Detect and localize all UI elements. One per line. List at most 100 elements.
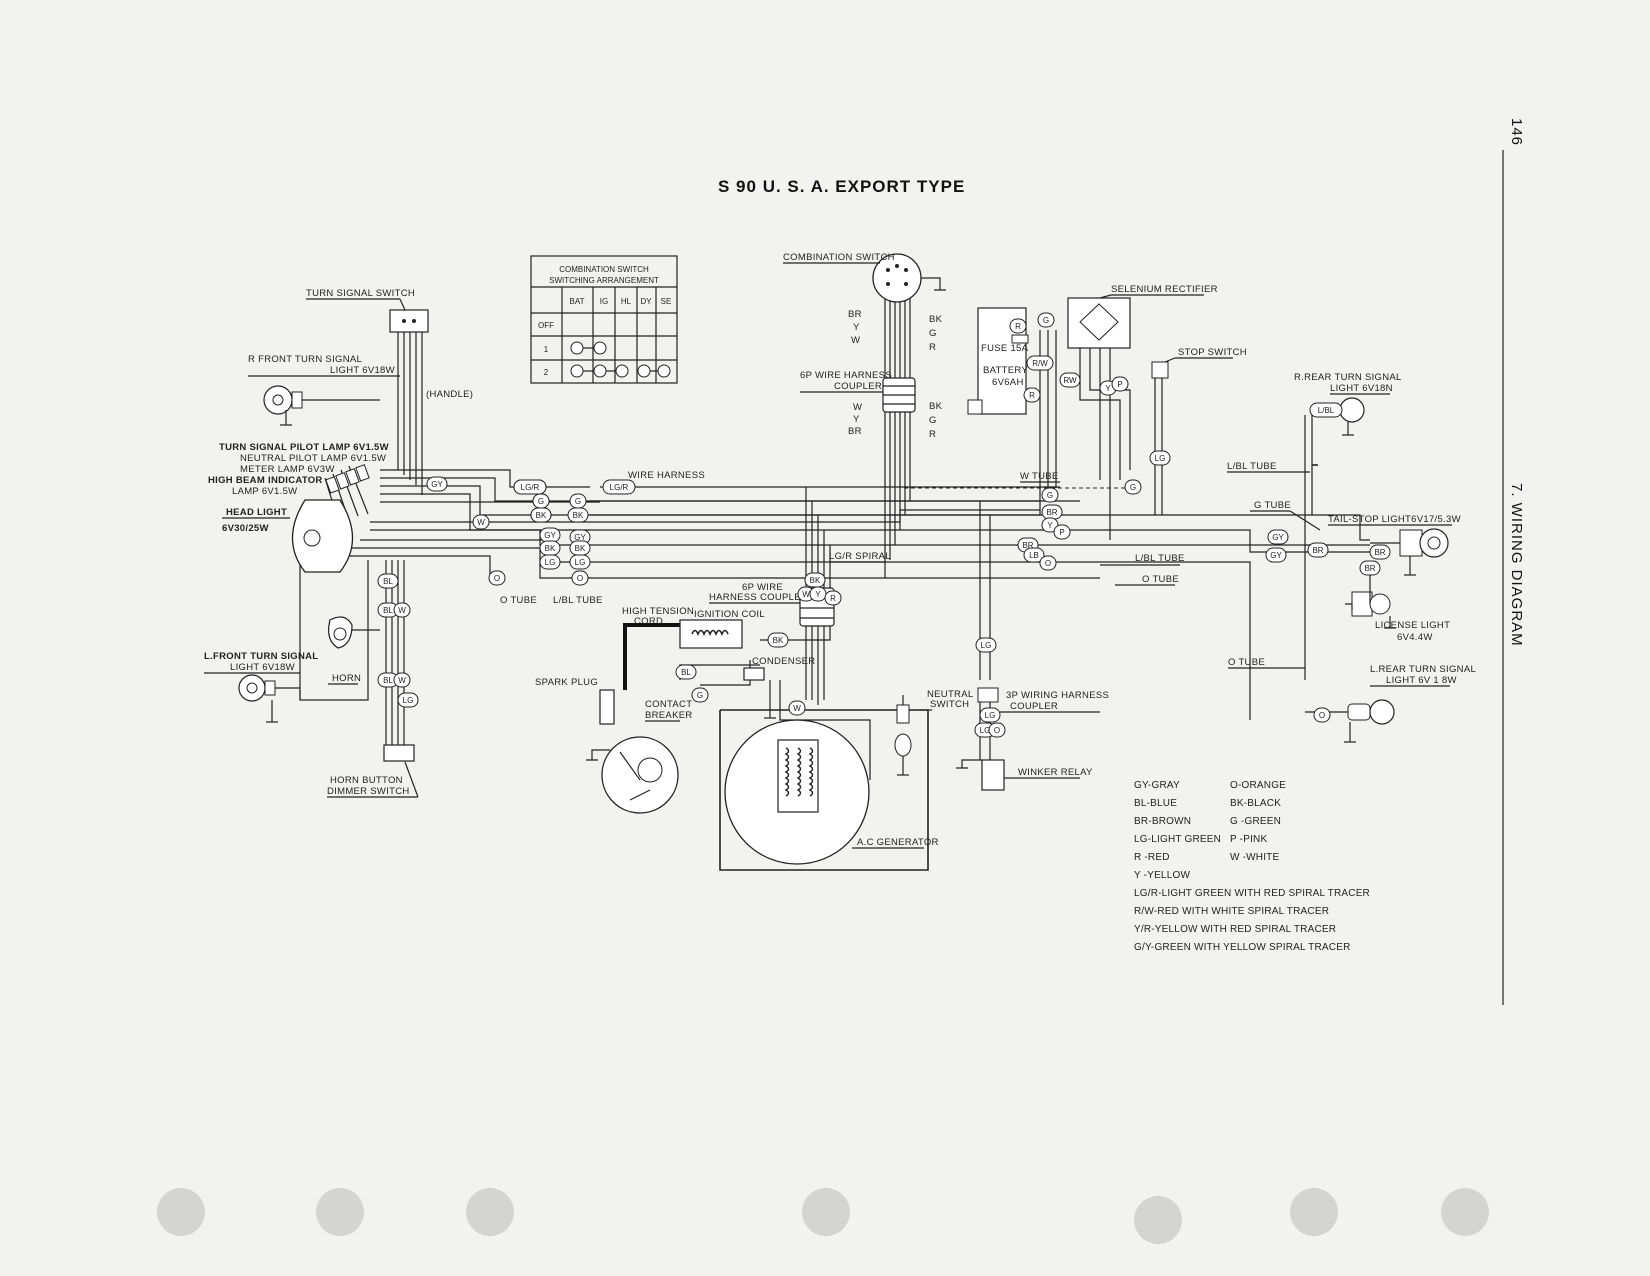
3p-wiring-harness-coupler: 3P WIRING HARNESS COUPLER bbox=[977, 687, 1109, 713]
color-legend: GY-GRAY BL-BLUE BR-BROWN LG-LIGHT GREEN … bbox=[1134, 780, 1370, 953]
wire-color-bubble: LG bbox=[569, 554, 591, 570]
wire-color-code: GY bbox=[1272, 533, 1284, 542]
label-r-rear-2: LIGHT 6V18N bbox=[1330, 383, 1393, 394]
label-contact: CONTACT bbox=[645, 699, 692, 710]
wire-color-code: BR bbox=[1046, 508, 1057, 517]
wire-color-bubble: R/W bbox=[1026, 355, 1054, 371]
legend-item: BL-BLUE bbox=[1134, 798, 1177, 809]
wire-color-code: W bbox=[477, 518, 485, 527]
wire-color-code: LG bbox=[985, 711, 996, 720]
label-neutral: NEUTRAL bbox=[927, 689, 973, 700]
legend-item: BR-BROWN bbox=[1134, 816, 1191, 827]
legend-item: Y -YELLOW bbox=[1134, 870, 1190, 881]
wire-color-code: L/BL bbox=[1318, 406, 1335, 415]
wire-color-code: LG bbox=[981, 641, 992, 650]
label-dimmer-switch: DIMMER SWITCH bbox=[327, 786, 410, 797]
label-combination-switch: COMBINATION SWITCH bbox=[783, 252, 895, 263]
label-r-front-2: LIGHT 6V18W bbox=[330, 365, 395, 376]
label-wire-harness: WIRE HARNESS bbox=[628, 470, 705, 481]
label-pilot-2: NEUTRAL PILOT LAMP 6V1.5W bbox=[240, 453, 386, 464]
label-ac-generator: A.C GENERATOR bbox=[857, 837, 939, 848]
winker-relay: WINKER RELAY bbox=[956, 759, 1093, 791]
wire-color-bubble: BK bbox=[569, 540, 591, 556]
table-row-header: 1 bbox=[544, 345, 549, 354]
legend-item: G -GREEN bbox=[1230, 816, 1281, 827]
legend-item: LG/R-LIGHT GREEN WITH RED SPIRAL TRACER bbox=[1134, 888, 1370, 899]
wire-color-code: BL bbox=[383, 577, 393, 586]
wire-color-bubble: O bbox=[1313, 707, 1331, 723]
wire-color-code: LG bbox=[575, 558, 586, 567]
label-6p-coupler-2: COUPLER bbox=[834, 381, 882, 392]
spark-plug: SPARK PLUG bbox=[535, 677, 615, 725]
label-selenium-rectifier: SELENIUM RECTIFIER bbox=[1111, 284, 1218, 295]
wire-letter: R bbox=[929, 342, 936, 353]
wire-color-bubble: LG bbox=[975, 637, 997, 653]
wire-color-bubble: LG/R bbox=[513, 479, 547, 495]
horn-button-dimmer-switch: HORN BUTTON DIMMER SWITCH bbox=[327, 744, 419, 798]
wire-color-code: GY bbox=[1270, 551, 1282, 560]
label-6p-harness-coupler: HARNESS COUPLER bbox=[709, 592, 808, 603]
wire-color-code: LG/R bbox=[521, 483, 540, 492]
binder-hole-icon bbox=[316, 1188, 364, 1236]
wire-color-bubble: BK bbox=[539, 540, 561, 556]
label-head-light-2: 6V30/25W bbox=[222, 523, 269, 534]
pilot-lamps: TURN SIGNAL PILOT LAMP 6V1.5W NEUTRAL PI… bbox=[208, 442, 389, 521]
label-r-rear-1: R.REAR TURN SIGNAL bbox=[1294, 372, 1402, 383]
wire-color-code: BL bbox=[383, 606, 393, 615]
wire-color-code: G bbox=[1043, 316, 1049, 325]
label-l-front-1: L.FRONT TURN SIGNAL bbox=[204, 651, 318, 662]
wire-letter: BR bbox=[848, 426, 862, 437]
label-o-tube-lower: O TUBE bbox=[1228, 657, 1265, 668]
wire-color-bubble: GY bbox=[426, 476, 448, 492]
label-l-rear-1: L.REAR TURN SIGNAL bbox=[1370, 664, 1476, 675]
wire-color-code: R bbox=[830, 594, 836, 603]
contact-breaker: CONTACT BREAKER bbox=[586, 699, 692, 814]
wire-color-bubble: G bbox=[691, 687, 709, 703]
wire-color-bubble: Y bbox=[809, 586, 827, 602]
ignition-coil: HIGH TENSION CORD IGNITION COIL bbox=[622, 606, 765, 649]
wire-color-code: Y bbox=[1105, 384, 1111, 393]
wire-color-bubble: R bbox=[1023, 387, 1041, 403]
wire-color-bubble: BK bbox=[804, 572, 826, 588]
wire-color-bubble: O bbox=[488, 570, 506, 586]
wire-color-bubble: BK bbox=[567, 507, 589, 523]
wire-color-bubble: G bbox=[1124, 479, 1142, 495]
label-head-light-1: HEAD LIGHT bbox=[226, 507, 287, 518]
label-condenser: CONDENSER bbox=[752, 656, 815, 667]
label-o-tube-right: O TUBE bbox=[1142, 574, 1179, 585]
combination-switch-table: COMBINATION SWITCH SWITCHING ARRANGEMENT… bbox=[530, 255, 678, 384]
wire-color-bubble: L/BL bbox=[1309, 402, 1343, 418]
label-lbl-tube-upper: L/BL TUBE bbox=[1227, 461, 1277, 472]
label-o-tube-left: O TUBE bbox=[500, 595, 537, 606]
wire-color-bubble: P bbox=[1111, 376, 1129, 392]
label-w-tube: W TUBE bbox=[1020, 471, 1059, 482]
label-winker-relay: WINKER RELAY bbox=[1018, 767, 1093, 778]
label-horn: HORN bbox=[332, 673, 361, 684]
label-spark-plug: SPARK PLUG bbox=[535, 677, 598, 688]
wire-color-bubble: Y bbox=[1041, 517, 1059, 533]
label-pilot-4: HIGH BEAM INDICATOR bbox=[208, 475, 323, 486]
label-fuse: FUSE 15A bbox=[981, 343, 1029, 354]
legend-item: G/Y-GREEN WITH YELLOW SPIRAL TRACER bbox=[1134, 942, 1351, 953]
wire-color-code: O bbox=[494, 574, 500, 583]
binder-hole-icon bbox=[802, 1188, 850, 1236]
l-rear-turn-signal-light: L.REAR TURN SIGNAL LIGHT 6V 1 8W bbox=[1305, 664, 1476, 743]
high-tension-cord bbox=[623, 623, 680, 690]
wire-color-code: Y bbox=[815, 590, 821, 599]
label-l-rear-2: LIGHT 6V 1 8W bbox=[1386, 675, 1457, 686]
binder-hole-icon bbox=[1134, 1196, 1182, 1244]
wire-color-code: BK bbox=[536, 511, 547, 520]
wire-color-code: P bbox=[1117, 380, 1122, 389]
wire-color-code: LG bbox=[1155, 454, 1166, 463]
head-light: HEAD LIGHT 6V30/25W bbox=[222, 499, 354, 573]
legend-item: BK-BLACK bbox=[1230, 798, 1281, 809]
wire-color-code: BK bbox=[810, 576, 821, 585]
legend-item: Y/R-YELLOW WITH RED SPIRAL TRACER bbox=[1134, 924, 1336, 935]
page-number: 146 bbox=[1508, 118, 1525, 146]
wire-color-bubble: BR bbox=[1369, 544, 1391, 560]
wire-color-bubble: RW bbox=[1059, 372, 1081, 388]
label-license-rating: 6V4.4W bbox=[1397, 632, 1433, 643]
label-3p-coupler-2: COUPLER bbox=[1010, 701, 1058, 712]
wire-color-bubble: GY bbox=[1267, 529, 1289, 545]
wire-letter: Y bbox=[853, 322, 860, 333]
